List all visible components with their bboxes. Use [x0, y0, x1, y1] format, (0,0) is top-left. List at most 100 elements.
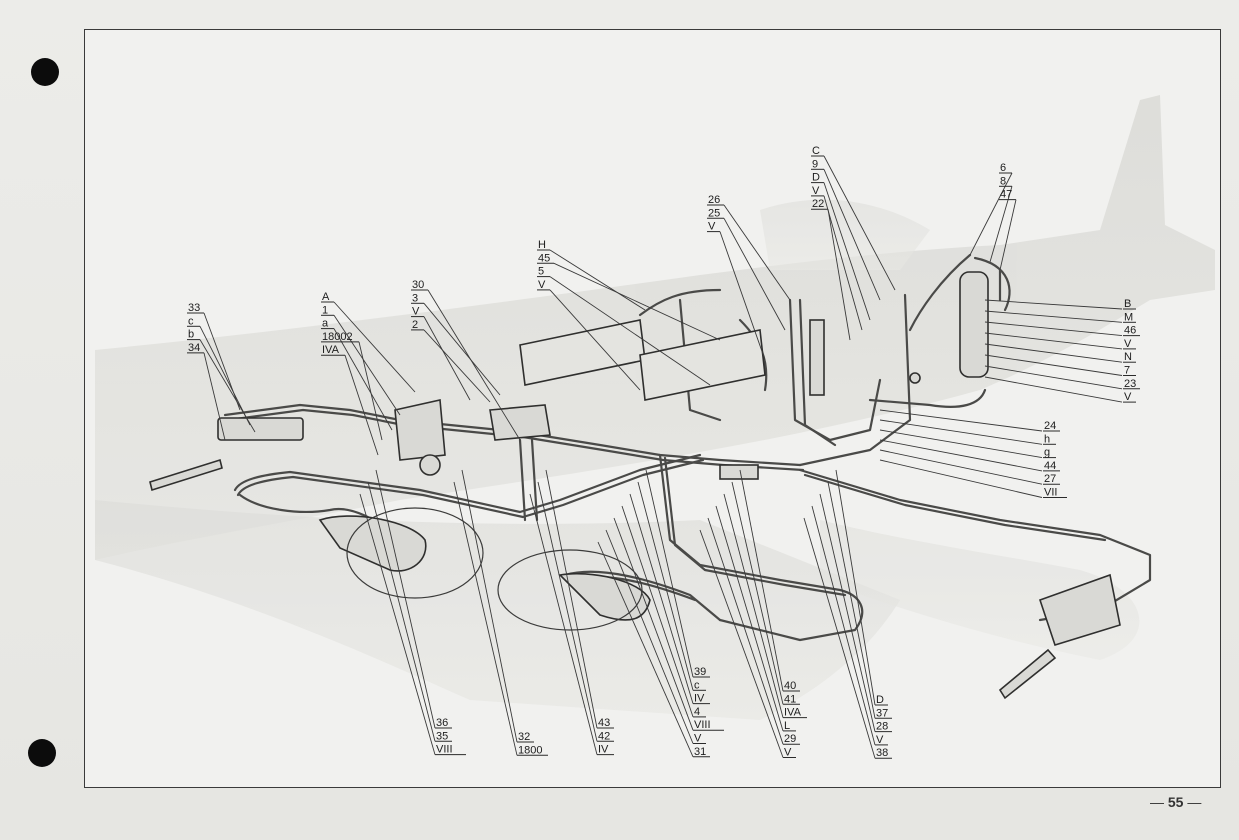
right-label-upper-4: N [1124, 351, 1132, 363]
leader-line [984, 376, 1123, 403]
leader-line [739, 469, 784, 692]
callout-g-26-0: 26 [708, 194, 720, 206]
leader-line [453, 481, 518, 756]
callout-g-26-2: V [708, 221, 716, 233]
leader-line [545, 469, 598, 729]
leader-line [423, 316, 471, 401]
page-number-value: 55 [1167, 794, 1184, 810]
callout-b-39-5: V [694, 733, 702, 745]
wheel-wells [346, 507, 643, 631]
right-label-lower-2: g [1044, 447, 1050, 459]
callout-b-40-0: 40 [784, 680, 796, 692]
leader-line [879, 419, 1043, 445]
leader-line [375, 469, 436, 729]
right-label-lower-5: VII [1044, 487, 1057, 499]
callout-b-39-2: IV [694, 693, 705, 705]
callout-b-40-1: 41 [784, 693, 796, 705]
callout-g-a-3: 18002 [322, 331, 353, 343]
aircraft-silhouette [95, 95, 1215, 720]
callout-b-39-1: c [694, 679, 700, 691]
callout-b-d-1: 37 [876, 707, 888, 719]
callout-b-43-1: 42 [598, 730, 610, 742]
callout-b-40-3: L [784, 720, 790, 732]
leader-line [719, 231, 766, 361]
leader-line [811, 505, 876, 746]
right-label-lower-1: h [1044, 433, 1050, 445]
leader-line [605, 529, 694, 744]
callout-g-left-3: 34 [188, 342, 200, 354]
left-jack-cylinder [217, 417, 304, 441]
callout-g-6-0: 6 [1000, 162, 1006, 174]
right-label-upper-3: V [1124, 338, 1132, 350]
leader-line [529, 493, 598, 755]
callout-b-43-2: IV [598, 744, 609, 756]
leader-line [984, 299, 1123, 310]
selector-valve [489, 404, 551, 441]
leader-line [879, 449, 1043, 485]
callout-b-40-4: 29 [784, 733, 796, 745]
callout-b-d-0: D [876, 694, 884, 706]
leader-line [645, 469, 694, 678]
leader-line [423, 329, 491, 403]
leader-line [984, 365, 1123, 390]
leader-line [367, 481, 436, 742]
callout-b-36-2: VIII [436, 744, 453, 756]
callout-g-c-0: C [812, 145, 820, 157]
callout-b-d-2: 28 [876, 721, 888, 733]
leader-line [984, 343, 1123, 363]
leader-line [879, 429, 1043, 459]
fuselage-tank-right [639, 329, 766, 401]
callout-b-43-0: 43 [598, 717, 610, 729]
leader-line [984, 332, 1123, 350]
leader-line [423, 303, 501, 396]
callout-b-39-0: 39 [694, 666, 706, 678]
leader-line [823, 182, 871, 321]
leader-line [203, 352, 226, 441]
leader-line [344, 355, 379, 456]
leader-line [803, 517, 876, 759]
leader-line [359, 493, 436, 755]
leader-line [427, 289, 521, 441]
callout-b-36-0: 36 [436, 717, 448, 729]
callout-b-32-1: 1800 [518, 744, 542, 756]
callout-g-6-2: 47 [1000, 189, 1012, 201]
leader-line [199, 326, 251, 426]
leader-line [723, 204, 791, 301]
callout-b-40-5: V [784, 747, 792, 759]
leader-line [879, 459, 1043, 498]
control-block [809, 319, 825, 396]
leader-line [879, 409, 1043, 432]
binder-hole-top [31, 58, 59, 86]
leader-line [199, 339, 256, 433]
callout-g-left-1: c [188, 315, 194, 327]
leader-line [333, 315, 401, 416]
leader-line [461, 469, 518, 743]
leader-line [621, 505, 694, 718]
leader-line [629, 493, 694, 704]
callout-g-left-0: 33 [188, 302, 200, 314]
callout-g-h-1: 45 [538, 252, 550, 264]
leader-line [549, 249, 646, 311]
callout-g-c-1: 9 [812, 158, 818, 170]
callout-b-32-0: 32 [518, 731, 530, 743]
right-jack-cylinder [1038, 573, 1121, 646]
callout-b-40-2: IVA [784, 707, 802, 719]
leader-line [553, 262, 721, 341]
hydraulic-components [149, 271, 1121, 700]
callout-g-h-2: 5 [538, 266, 544, 278]
right-label-upper-7: V [1124, 391, 1132, 403]
callout-g-a-2: a [322, 318, 329, 330]
page-number: — 55 — [1150, 794, 1202, 810]
leader-line [549, 289, 641, 391]
leader-line [597, 541, 694, 757]
leader-line [333, 301, 416, 393]
leader-line [827, 481, 876, 719]
right-label-lower-0: 24 [1044, 420, 1056, 432]
leader-line [333, 328, 393, 431]
callout-b-36-1: 35 [436, 730, 448, 742]
leader-line [999, 199, 1017, 271]
callout-b-d-3: V [876, 734, 884, 746]
callout-labels: 33cb34A1a18002IVA303V2H455V2625VC9DV2268… [187, 145, 1140, 759]
